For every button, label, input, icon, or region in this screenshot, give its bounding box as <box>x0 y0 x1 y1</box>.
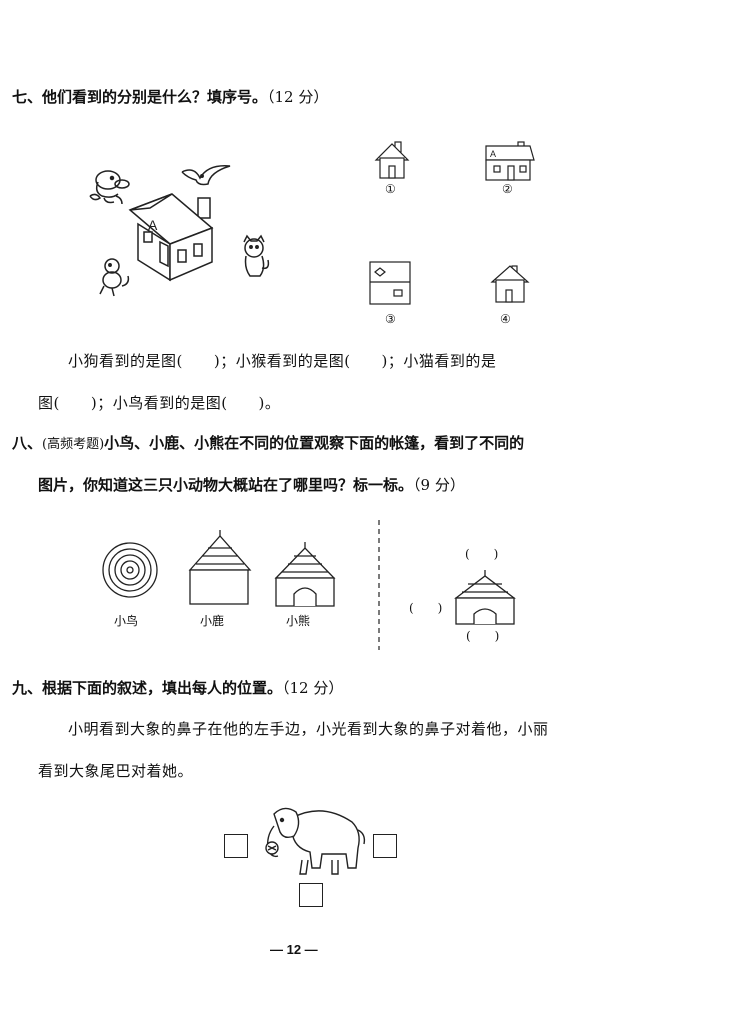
q7-scene: A A <box>89 141 535 305</box>
paren-left[interactable]: ( ) <box>409 601 443 615</box>
house-figure: A <box>128 193 214 282</box>
answer-box-bottom[interactable] <box>299 883 323 907</box>
elephant-figure <box>265 807 366 875</box>
option-2-label: ② <box>502 182 513 196</box>
q8-title-line-2: 图片，你知道这三只小动物大概站在了哪里吗？标一标。（9 分） <box>38 476 465 494</box>
dog-figure <box>89 170 130 205</box>
tent-side-view <box>188 530 252 605</box>
label-bird: 小鸟 <box>114 614 139 628</box>
q7-answer-line-2: 图( )；小鸟看到的是图( )。 <box>38 394 281 412</box>
cat-figure <box>243 234 270 277</box>
option-2-drawing: A <box>485 141 535 181</box>
paren-top[interactable]: ( ) <box>465 547 499 561</box>
option-1-drawing <box>374 141 410 179</box>
option-2-roof-letter: A <box>490 149 496 159</box>
q9-title: 九、根据下面的叙述，填出每人的位置。（12 分） <box>12 679 344 697</box>
q9-text-line-2: 看到大象尾巴对着她。 <box>38 762 194 780</box>
q7-title: 七、他们看到的分别是什么？填序号。（12 分） <box>12 88 329 106</box>
monkey-figure <box>99 258 130 297</box>
option-1-label: ① <box>385 182 396 196</box>
option-4-label: ④ <box>500 312 511 326</box>
bird-figure <box>181 165 231 186</box>
q8-tent-figures <box>102 520 516 650</box>
label-bear: 小熊 <box>286 614 311 628</box>
paren-bottom[interactable]: ( ) <box>466 629 500 643</box>
option-3-drawing <box>369 261 411 305</box>
q9-text-line-1: 小明看到大象的鼻子在他的左手边，小光看到大象的鼻子对着他，小丽 <box>68 720 549 738</box>
tent-answer-view <box>454 570 516 625</box>
tent-front-view <box>274 542 336 607</box>
option-4-drawing <box>490 265 530 303</box>
q7-answer-line-1: 小狗看到的是图( )；小猴看到的是图( )；小猫看到的是 <box>68 352 497 370</box>
option-3-label: ③ <box>385 312 396 326</box>
tent-top-view <box>102 542 158 598</box>
answer-box-left[interactable] <box>224 834 248 858</box>
q8-title: 八、(高频考题)小鸟、小鹿、小熊在不同的位置观察下面的帐篷，看到了不同的 <box>12 434 525 452</box>
roof-letter: A <box>148 217 158 233</box>
page-number: — 12 — <box>270 942 318 957</box>
answer-box-right[interactable] <box>373 834 397 858</box>
label-deer: 小鹿 <box>200 614 225 628</box>
